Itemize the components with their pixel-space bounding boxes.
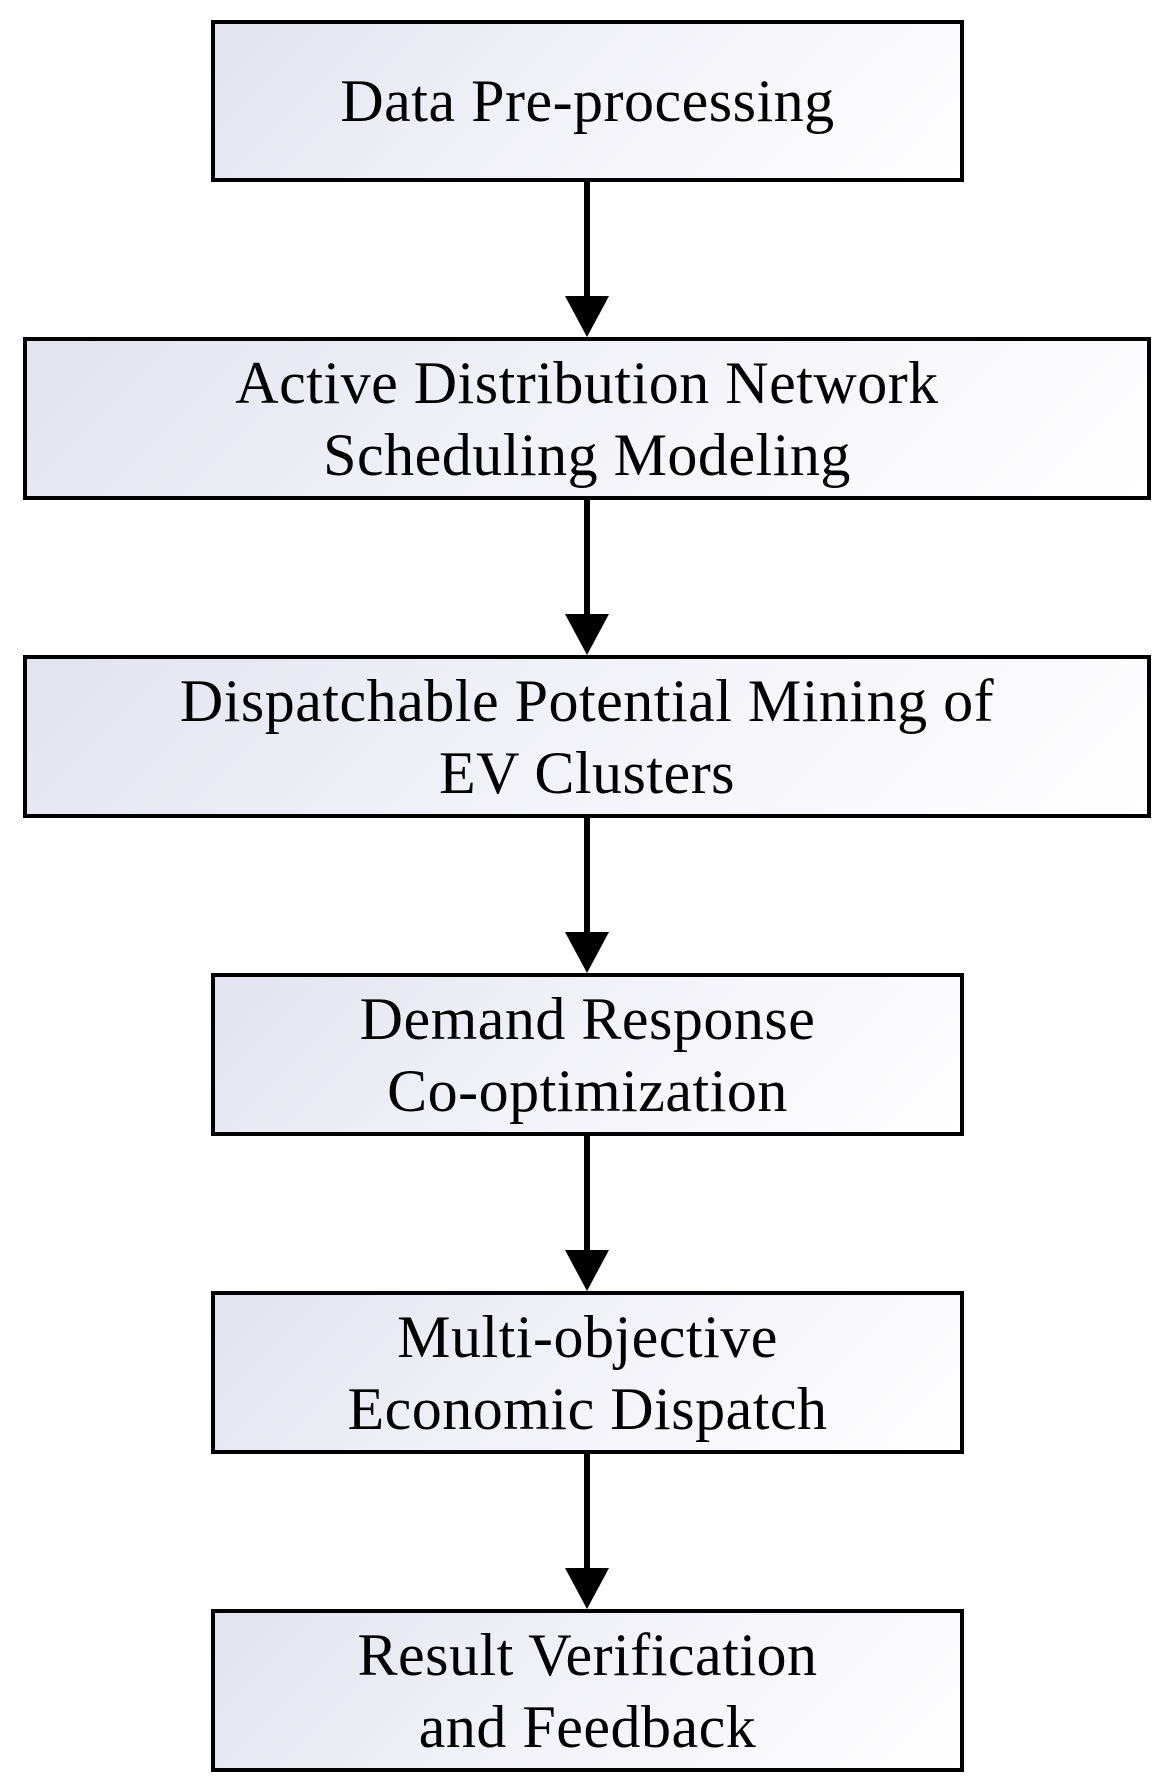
step-label-line: Result Verification [357,1621,818,1688]
flow-step-potential-mining: Dispatchable Potential Mining of EV Clus… [23,655,1151,818]
flow-step-verification-feedback: Result Verification and Feedback [211,1609,964,1772]
arrow-2 [565,500,609,655]
step-label-line: Scheduling Modeling [323,421,851,488]
flow-step-demand-response: Demand Response Co-optimization [211,973,964,1136]
step-label-line: and Feedback [418,1693,757,1760]
step-label-line: Active Distribution Network [235,349,939,416]
arrow-1 [565,182,609,337]
step-label-line: Co-optimization [387,1057,788,1124]
step-label-line: Economic Dispatch [347,1375,828,1442]
step-label-line: Demand Response [359,985,816,1052]
flow-step-data-preprocessing: Data Pre-processing [211,20,964,182]
arrow-4 [565,1136,609,1291]
step-label-line: Multi-objective [397,1303,778,1370]
arrow-5 [565,1454,609,1609]
step-label-line: Dispatchable Potential Mining of [179,667,995,734]
step-label-line: Data Pre-processing [340,68,835,134]
flow-step-scheduling-modeling: Active Distribution Network Scheduling M… [23,337,1151,500]
arrow-3 [565,818,609,973]
step-label-line: EV Clusters [438,739,736,806]
flow-step-economic-dispatch: Multi-objective Economic Dispatch [211,1291,964,1454]
